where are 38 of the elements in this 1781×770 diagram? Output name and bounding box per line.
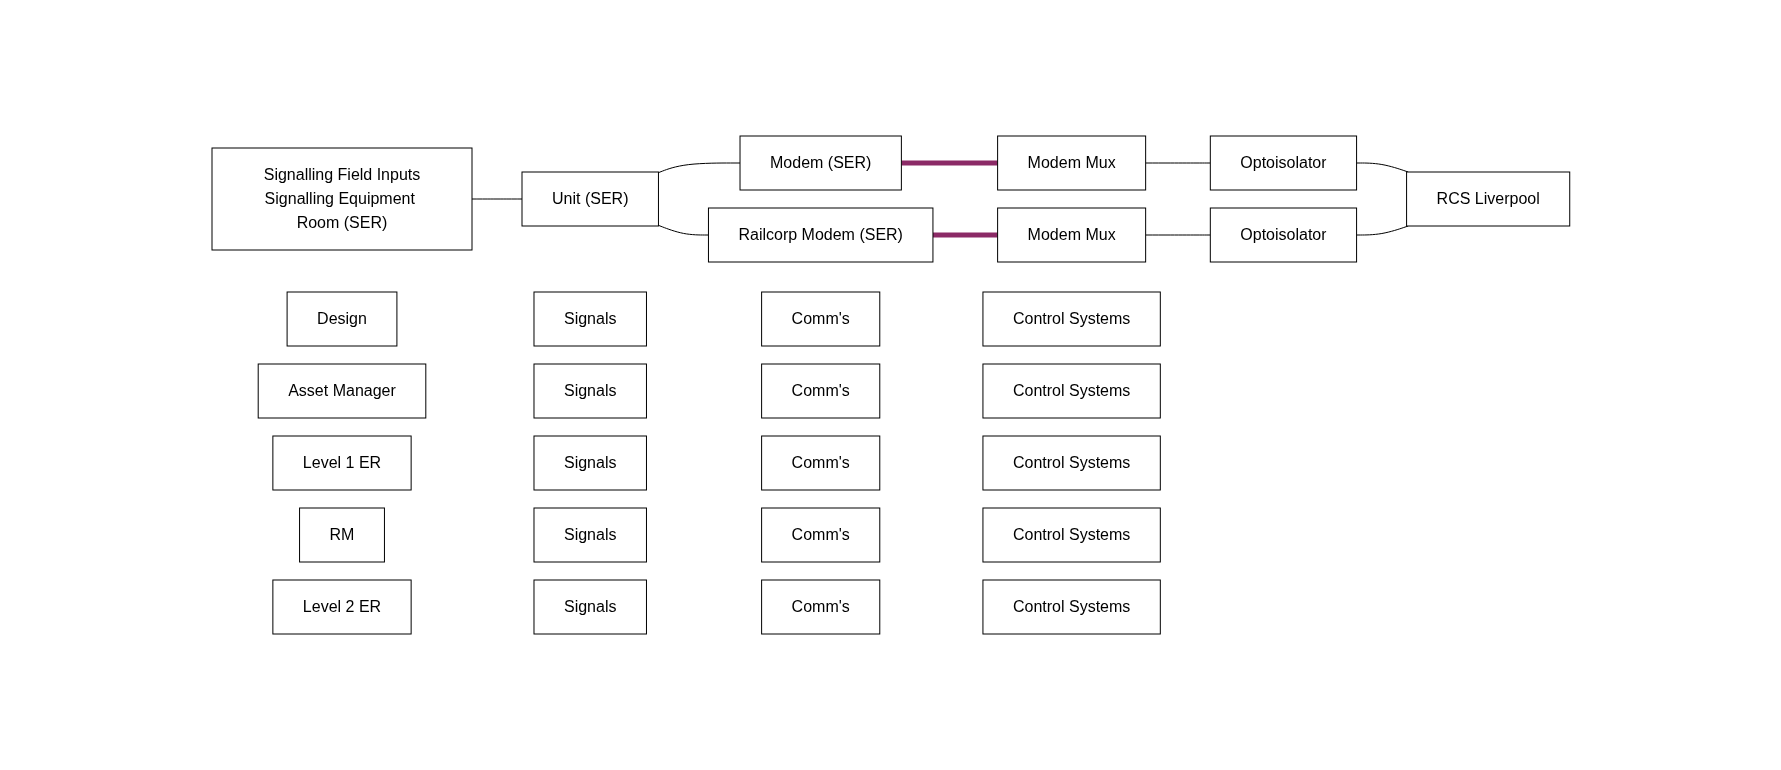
node-box: Signals (533, 579, 647, 635)
node-box: Optoisolator (1209, 207, 1357, 263)
node-box: Modem Mux (996, 207, 1146, 263)
node-box: Modem (SER) (739, 135, 902, 191)
connector (657, 162, 741, 174)
node-box: Signalling Field Inputs Signalling Equipment Room (SER) (211, 147, 473, 251)
node-box: Control Systems (982, 507, 1161, 563)
node-box: Level 2 ER (272, 579, 412, 635)
node-box: Comm's (760, 579, 880, 635)
node-box: Design (286, 291, 398, 347)
node-box: Comm's (760, 363, 880, 419)
connector (1144, 162, 1211, 164)
node-box: Unit (SER) (521, 171, 659, 227)
connector (471, 198, 523, 200)
node-box: Level 1 ER (272, 435, 412, 491)
node-box: Signals (533, 291, 647, 347)
node-box: Railcorp Modem (SER) (707, 207, 934, 263)
node-box: RM (298, 507, 385, 563)
node-box: Comm's (760, 507, 880, 563)
connector (901, 160, 998, 166)
node-box: Signals (533, 363, 647, 419)
connector (657, 224, 709, 236)
connector (1355, 162, 1409, 173)
node-box: Signals (533, 435, 647, 491)
node-box: Control Systems (982, 579, 1161, 635)
node-box: Control Systems (982, 435, 1161, 491)
node-box: Control Systems (982, 291, 1161, 347)
node-box: Modem Mux (996, 135, 1146, 191)
node-box: Control Systems (982, 363, 1161, 419)
node-box: Comm's (760, 291, 880, 347)
node-box: Asset Manager (257, 363, 426, 419)
connector (1144, 234, 1211, 236)
node-box: Comm's (760, 435, 880, 491)
node-box: Signals (533, 507, 647, 563)
connector (932, 232, 998, 238)
node-box: Optoisolator (1209, 135, 1357, 191)
node-box: RCS Liverpool (1405, 171, 1570, 227)
connector (1355, 225, 1409, 236)
